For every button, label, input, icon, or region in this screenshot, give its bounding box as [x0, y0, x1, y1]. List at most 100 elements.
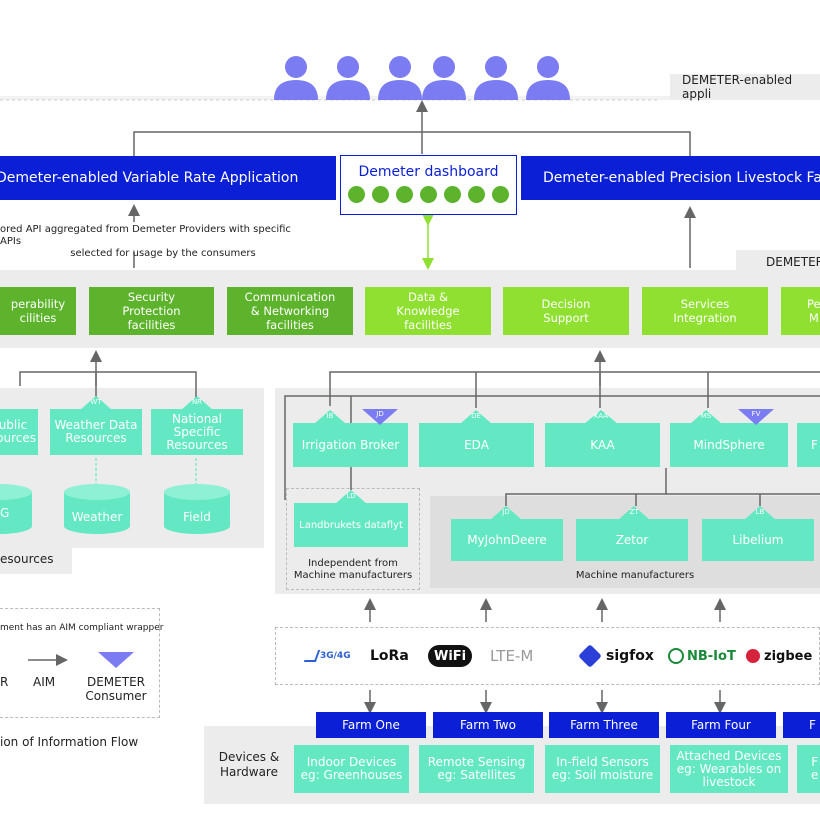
tech-name: sigfox	[606, 648, 654, 664]
tech-name: zigbee	[764, 648, 813, 664]
resources-section-label: esources	[0, 552, 54, 566]
legend-flow: ion of Information Flow	[0, 735, 139, 749]
devices-label: Devices & Hardware	[214, 750, 284, 780]
tag-de: DE	[460, 409, 492, 424]
provider-irrigation-broker[interactable]: Irrigation Broker	[293, 423, 408, 467]
database-label: G	[0, 506, 10, 520]
devices-label-line: Devices &	[218, 750, 280, 764]
zigbee-icon	[746, 649, 760, 663]
farm-three[interactable]: Farm Three	[549, 712, 659, 738]
user-icon	[274, 56, 318, 100]
tag-ib: IB	[314, 409, 346, 424]
facility-line: facilities	[404, 318, 452, 332]
device-line: Remote Sensing	[427, 755, 526, 769]
consumer-triangle-icon	[98, 652, 134, 668]
legend-consumer: DEMETER Consumer	[82, 675, 150, 703]
resource-line: ublic	[0, 418, 28, 432]
tech-zigbee: zigbee	[746, 645, 812, 667]
resource-public[interactable]: ublicsources	[0, 409, 38, 455]
database-weather: Weather	[64, 484, 130, 534]
device-line: F	[811, 755, 819, 769]
users-group	[272, 54, 572, 102]
independent-box	[286, 488, 420, 590]
facility-line: Services	[680, 297, 730, 311]
cow-icon	[372, 186, 389, 203]
database-label: Weather	[71, 510, 123, 524]
farm-four[interactable]: Farm Four	[666, 712, 776, 738]
provider-libelium[interactable]: Libelium	[702, 519, 814, 561]
api-note-line1: ored API aggregated from Demeter Provide…	[0, 224, 291, 247]
provider-zetor[interactable]: Zetor	[576, 519, 688, 561]
resource-line: sources	[0, 431, 36, 445]
device-line: livestock	[702, 774, 756, 789]
tag-text: FV	[751, 410, 761, 418]
provider-mindsphere[interactable]: MindSphere	[670, 423, 788, 467]
provider-myjohndeere[interactable]: MyJohnDeere	[451, 519, 563, 561]
provider-eda[interactable]: EDA	[419, 423, 534, 467]
tech-name: WiFi	[434, 648, 467, 664]
facility-line: Security	[127, 290, 176, 304]
platform-label-box: DEMETER	[736, 250, 820, 274]
device-line: e	[811, 768, 819, 782]
grain-icon	[348, 186, 365, 203]
resource-line: National	[171, 411, 222, 426]
user-icon	[326, 56, 370, 100]
facility-line: facilities	[266, 318, 314, 332]
user-icon	[474, 56, 518, 100]
dashboard-box[interactable]: Demeter dashboard	[340, 155, 517, 215]
tag-consumer-jd: JD	[362, 409, 398, 425]
dashboard-icons	[341, 186, 516, 203]
api-note-line2: selected for usage by the consumers	[70, 248, 256, 259]
truck-icon	[492, 186, 509, 203]
tech-name: 3G/4G	[320, 651, 351, 661]
app-precision-livestock[interactable]: Demeter-enabled Precision Livestock Farm…	[521, 156, 820, 200]
resource-line: Specific	[173, 424, 221, 439]
devices-label-line: Hardware	[220, 765, 278, 779]
provider-landbrukets[interactable]: Landbrukets dataflyt	[294, 503, 408, 547]
sheep-icon	[468, 186, 485, 203]
farm-five[interactable]: F	[783, 712, 820, 738]
facility-line: perability	[10, 297, 66, 311]
device-line: eg: Soil moisture	[551, 768, 654, 782]
plant-icon	[444, 186, 461, 203]
farm-two[interactable]: Farm Two	[433, 712, 543, 738]
platform-label: DEMETER	[766, 255, 820, 269]
device-line: eg: Greenhouses	[300, 768, 403, 782]
tech-lora: LoRa	[370, 645, 409, 667]
device-line: Indoor Devices	[306, 755, 397, 769]
tractor-icon	[396, 186, 413, 203]
tag-ld: LD	[335, 489, 367, 504]
signal-icon	[303, 650, 321, 662]
device-line: eg: Satellites	[437, 768, 516, 782]
top-label: DEMETER-enabled appli	[682, 73, 793, 101]
tech-sigfox: sigfox	[578, 643, 654, 669]
facility-line: Decision	[541, 297, 591, 311]
app-variable-rate[interactable]: Demeter-enabled Variable Rate Applicatio…	[0, 156, 336, 200]
leaf-icon	[420, 186, 437, 203]
user-icon	[526, 56, 570, 100]
database-field: Field	[164, 484, 230, 534]
facility-line: Data &	[407, 290, 449, 304]
app-precision-livestock-label: Demeter-enabled Precision Livestock Farm…	[543, 170, 820, 186]
farm-one[interactable]: Farm One	[316, 712, 426, 738]
legend-note: ment has an AIM compliant wrapper	[0, 623, 164, 633]
tag-text: WT	[90, 398, 102, 406]
provider-kaa[interactable]: KAA	[545, 423, 660, 467]
database-left: G	[0, 484, 32, 534]
provider-far-right[interactable]: F	[797, 423, 820, 467]
sigfox-icon	[578, 644, 602, 668]
